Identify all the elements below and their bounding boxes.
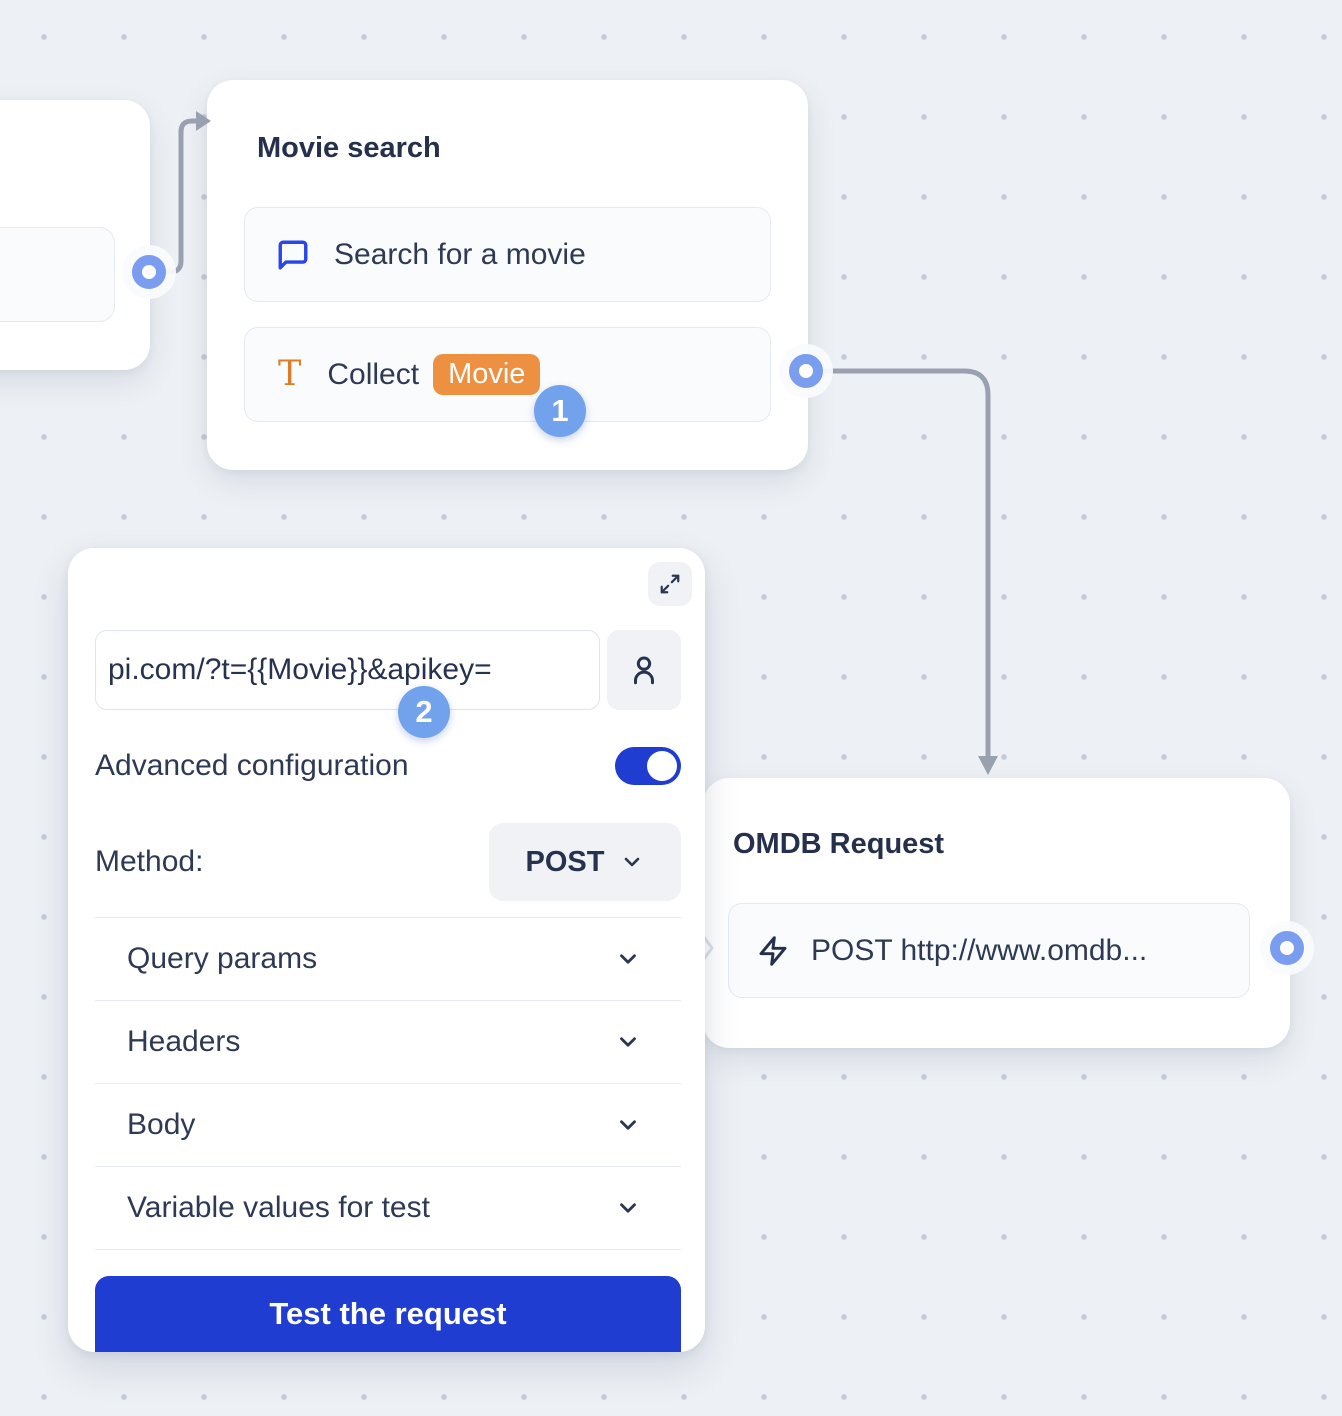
section-headers[interactable]: Headers <box>95 1001 681 1084</box>
arrowhead-down-icon <box>978 756 998 775</box>
node-title: Movie search <box>257 132 441 164</box>
test-request-button[interactable]: Test the request <box>95 1276 681 1352</box>
section-query-params[interactable]: Query params <box>95 918 681 1001</box>
chat-bubble-icon <box>278 240 308 269</box>
insert-variable-button[interactable] <box>607 630 681 710</box>
chevron-down-icon <box>620 954 636 964</box>
port-ring-icon <box>789 354 823 388</box>
step-badge-2: 2 <box>398 686 450 738</box>
advanced-configuration-toggle[interactable] <box>615 747 681 785</box>
node-omdb-request[interactable]: OMDB Request POST http://www.omdb... <box>699 778 1290 1048</box>
chevron-down-icon <box>625 857 640 867</box>
port-ring-icon <box>1270 931 1304 965</box>
request-label: POST http://www.omdb... <box>811 933 1148 967</box>
expand-icon <box>660 574 680 594</box>
block-label: Collect <box>327 357 420 391</box>
url-input[interactable]: pi.com/?t={{Movie}}&apikey= <box>95 630 600 710</box>
webhook-config-panel: pi.com/?t={{Movie}}&apikey= 2 Advanced c… <box>68 548 705 1352</box>
block-webhook-request[interactable]: POST http://www.omdb... <box>728 903 1250 998</box>
port-ring-icon <box>132 255 166 289</box>
output-port-omdb-request[interactable] <box>1260 921 1314 975</box>
partial-node-card[interactable] <box>0 100 150 370</box>
url-input-value: pi.com/?t={{Movie}}&apikey= <box>108 653 492 686</box>
advanced-configuration-label: Advanced configuration <box>95 749 409 782</box>
section-variable-values[interactable]: Variable values for test <box>95 1167 681 1250</box>
method-label: Method: <box>95 845 204 878</box>
section-body[interactable]: Body <box>95 1084 681 1167</box>
toggle-knob <box>647 751 677 781</box>
block-collect-movie[interactable]: T Collect Movie <box>244 327 771 422</box>
chevron-down-icon <box>620 1037 636 1047</box>
block-search-for-a-movie[interactable]: Search for a movie <box>244 207 771 302</box>
output-port-partial-node[interactable] <box>122 245 176 299</box>
section-label: Body <box>127 1108 196 1141</box>
partial-node-item[interactable] <box>0 227 115 322</box>
section-label: Query params <box>127 942 318 975</box>
node-title: OMDB Request <box>733 828 945 860</box>
method-select[interactable]: POST <box>489 823 681 901</box>
divider <box>95 917 681 918</box>
output-port-movie-search[interactable] <box>779 344 833 398</box>
connector-movie-search-to-omdb <box>813 368 991 760</box>
person-icon <box>634 656 654 685</box>
variable-chip-movie: Movie <box>433 354 541 395</box>
connector-left-to-movie-search <box>160 118 199 275</box>
text-input-icon: T <box>278 354 302 394</box>
chevron-down-icon <box>620 1203 636 1213</box>
block-label: Search for a movie <box>334 237 586 271</box>
zap-icon <box>759 935 787 966</box>
section-label: Headers <box>127 1025 241 1058</box>
chevron-down-icon <box>620 1120 636 1130</box>
expand-panel-button[interactable] <box>648 562 692 606</box>
step-badge-1: 1 <box>534 385 586 437</box>
method-value: POST <box>525 845 605 878</box>
node-movie-search[interactable]: Movie search Search for a movie T Collec… <box>207 80 808 470</box>
section-label: Variable values for test <box>127 1191 430 1224</box>
